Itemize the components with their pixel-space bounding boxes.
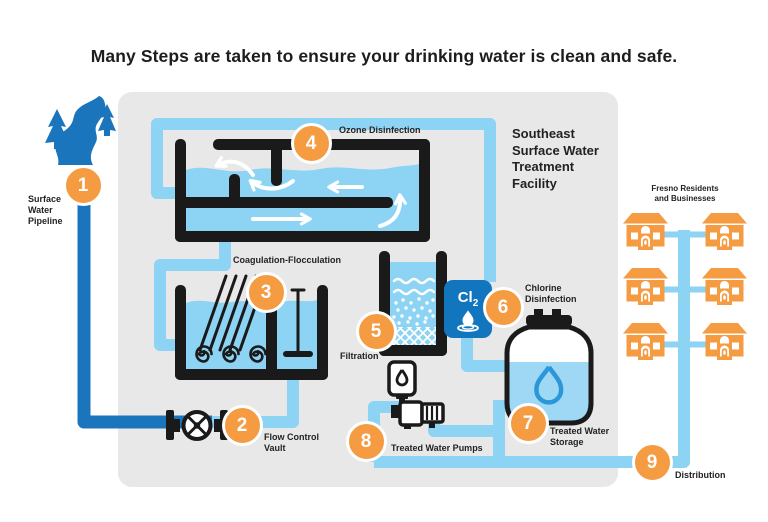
pipe-chlorine-to-storage <box>461 336 510 372</box>
residents-label: Fresno Residents and Businesses <box>651 184 719 203</box>
step-circle-8: 8 <box>345 420 387 462</box>
facility-name: Southeast Surface Water Treatment Facili… <box>512 126 599 191</box>
house-icon <box>623 268 668 305</box>
pine-tree-icon <box>45 109 69 149</box>
step-label-chlorine-disinfection: Chlorine Disinfection <box>525 283 577 304</box>
light-blue-pipes <box>151 118 690 468</box>
step-circle-3: 3 <box>245 271 287 313</box>
chlorine-formula: Cl2 <box>444 289 492 309</box>
chlorine-box <box>444 280 492 338</box>
storage-tank <box>504 309 594 426</box>
house-icon <box>702 213 747 250</box>
step-label-coagulation-flocculation: Coagulation-Flocculation <box>233 255 341 265</box>
house-icon <box>623 323 668 360</box>
pine-tree-icon <box>98 104 116 136</box>
page-title: Many Steps are taken to ensure your drin… <box>90 46 678 66</box>
ozone-tank <box>175 139 430 242</box>
mixer-icon <box>290 288 306 356</box>
step-label-treated-water-pumps: Treated Water Pumps <box>391 443 483 453</box>
house-icon <box>702 323 747 360</box>
water-waves <box>392 277 436 296</box>
flow-arrows <box>214 156 407 228</box>
step-label-treated-water-storage: Treated Water Storage <box>550 426 610 447</box>
pipe-coagulation-to-ozone <box>154 236 231 351</box>
step-circle-9: 9 <box>631 441 673 483</box>
pump-icon <box>387 360 445 429</box>
house-icon <box>623 213 668 250</box>
coagulation-tank <box>175 274 328 380</box>
step-label-ozone-disinfection: Ozone Disinfection <box>339 125 421 135</box>
step-label-surface-water-pipeline: Surface Water Pipeline <box>28 194 63 226</box>
step-circle-2: 2 <box>221 404 263 446</box>
river-icon <box>45 96 116 165</box>
media-dots <box>392 297 435 326</box>
house-icon <box>702 268 747 305</box>
step-circle-4: 4 <box>290 122 332 164</box>
valve-icon <box>166 410 228 441</box>
step-label-filtration: Filtration <box>340 351 379 361</box>
step-circle-5: 5 <box>355 310 397 352</box>
pipe-distribution-main <box>374 230 690 468</box>
chlorine-formula-subscript: 2 <box>472 298 479 309</box>
droplet-ripple-icon <box>457 310 479 332</box>
step-circle-6: 6 <box>482 286 524 328</box>
step-label-distribution: Distribution <box>675 470 726 480</box>
step-circle-7: 7 <box>507 402 549 444</box>
house-service-stubs <box>660 231 708 348</box>
filter-media-lattice <box>390 327 436 346</box>
droplet-icon <box>534 365 564 405</box>
step-circle-1: 1 <box>62 164 104 206</box>
chlorine-formula-symbol: Cl <box>457 289 473 306</box>
pipe-ozone-to-chlorine <box>151 118 496 282</box>
step-label-flow-control-vault: Flow Control Vault <box>264 432 319 453</box>
